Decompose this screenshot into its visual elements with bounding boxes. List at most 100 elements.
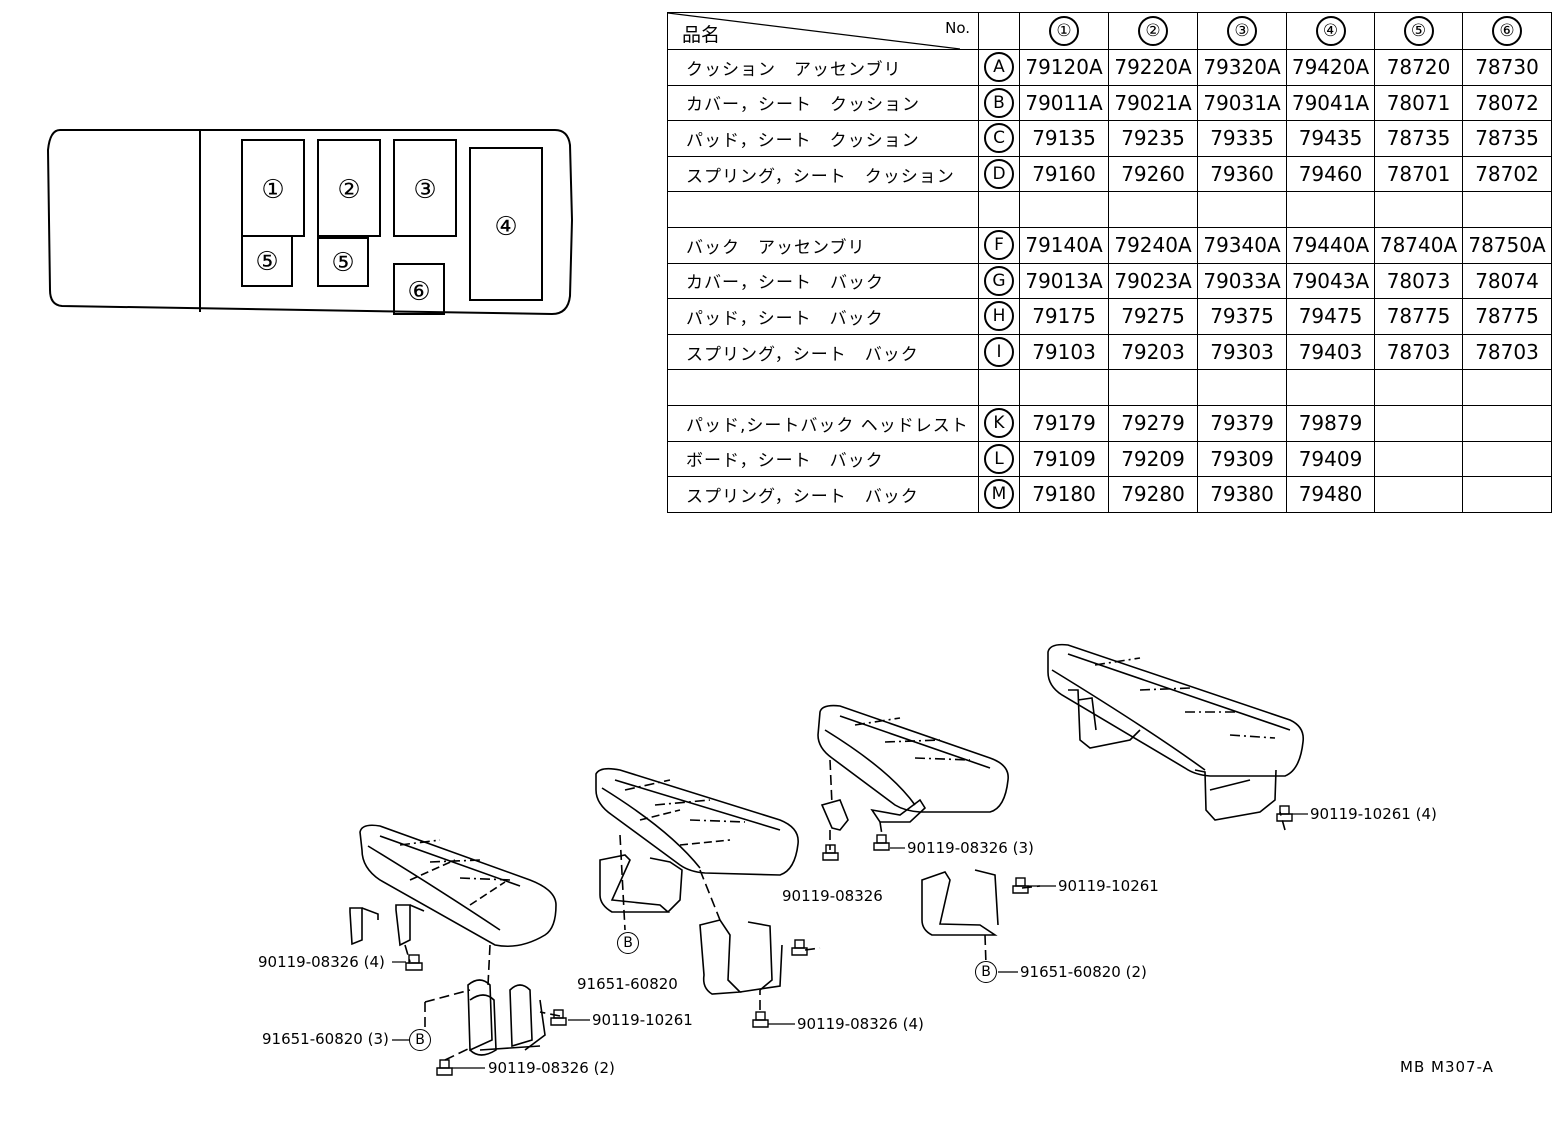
column-header-4: ④ (1286, 12, 1375, 50)
part-number-cell: 79023A (1108, 262, 1198, 300)
bolt-2 (550, 1009, 567, 1026)
part-name: バック アッセンブリ (667, 226, 979, 264)
part-code-cell: B (978, 84, 1020, 122)
part-code-letter: F (984, 230, 1014, 261)
column-header-3: ③ (1197, 12, 1287, 50)
part-number-cell (1019, 191, 1109, 228)
layout-seat-6: ⑥ (407, 277, 430, 307)
layout-seat-1: ① (261, 175, 284, 205)
part-code-cell: H (978, 298, 1020, 335)
part-name: スプリング，シート バック (667, 333, 979, 371)
column-header-6: ⑥ (1462, 12, 1552, 50)
part-code-letter: K (984, 408, 1014, 439)
layout-seat-5b: ⑤ (331, 248, 354, 278)
bolt-3 (436, 1059, 453, 1076)
seat-cushion-2 (595, 767, 799, 876)
header-no-label: No. (945, 19, 970, 37)
bolts (405, 805, 1293, 1076)
callout-clip-1: 91651-60820 (3) (262, 1030, 389, 1048)
part-number-cell: 79021A (1108, 84, 1198, 122)
part-number-cell: 79403 (1286, 333, 1375, 371)
bolt-5 (791, 939, 808, 956)
part-number-cell: 79475 (1286, 298, 1375, 335)
part-number-cell (1462, 404, 1552, 442)
part-code-letter: B (984, 87, 1014, 118)
part-number-cell: 79260 (1108, 155, 1198, 193)
part-number-cell: 79031A (1197, 84, 1287, 122)
layout-seat-2: ② (337, 175, 360, 205)
part-code-cell: M (978, 476, 1020, 513)
callout-leaders (392, 813, 1308, 1069)
part-number-cell: 79103 (1019, 333, 1109, 371)
reference-code: MB M307-A (1400, 1058, 1494, 1076)
callout-bolt-1: 90119-08326 (4) (258, 953, 385, 971)
callout-clip-2: 91651-60820 (577, 975, 678, 993)
part-number-cell (1462, 191, 1552, 228)
part-number-cell: 79279 (1108, 404, 1198, 442)
part-name: パッド,シートバック ヘッドレスト (667, 404, 979, 442)
part-number-cell (1374, 404, 1463, 442)
assembly-leader-lines-1 (404, 944, 561, 1061)
callout-bolt-4: 90119-08326 (4) (797, 1015, 924, 1033)
part-number-cell (1374, 476, 1463, 513)
part-code-cell: D (978, 155, 1020, 193)
callout-bolt-8: 90119-10261 (4) (1310, 805, 1437, 823)
part-number-cell: 78074 (1462, 262, 1552, 300)
seat-cushion-1 (359, 824, 557, 948)
part-number-cell: 79240A (1108, 226, 1198, 264)
part-number-cell: 79109 (1019, 440, 1109, 478)
part-number-cell: 79379 (1197, 404, 1287, 442)
part-name: クッション アッセンブリ (667, 49, 979, 86)
seat-cushion-3 (817, 704, 1009, 813)
part-number-cell: 79303 (1197, 333, 1287, 371)
part-number-cell: 79435 (1286, 120, 1375, 157)
part-code-letter: C (984, 123, 1014, 154)
part-number-cell: 79460 (1286, 155, 1375, 193)
part-number-cell: 79409 (1286, 440, 1375, 478)
part-number-cell: 78775 (1374, 298, 1463, 335)
bolt-4 (752, 1011, 769, 1028)
table-row (667, 191, 1552, 228)
part-code-cell: A (978, 49, 1020, 86)
part-name: スプリング，シート バック (667, 476, 979, 513)
bolt-1 (405, 954, 423, 971)
bracket-set-2 (599, 854, 783, 995)
part-number-cell: 79235 (1108, 120, 1198, 157)
clip-marker-b-1: B (409, 1029, 431, 1051)
part-number-cell: 79275 (1108, 298, 1198, 335)
header-name-cell: 品名 No. (667, 12, 979, 50)
part-number-cell: 79879 (1286, 404, 1375, 442)
part-code-letter: I (984, 337, 1014, 368)
part-number-cell: 79220A (1108, 49, 1198, 86)
part-number-cell: 79320A (1197, 49, 1287, 86)
part-number-cell: 79203 (1108, 333, 1198, 371)
part-number-cell: 79420A (1286, 49, 1375, 86)
callout-bolt-7: 90119-10261 (1058, 877, 1159, 895)
part-number-cell: 79120A (1019, 49, 1109, 86)
layout-seat-3: ③ (413, 175, 436, 205)
bolt-6 (822, 844, 839, 861)
part-number-cell: 78702 (1462, 155, 1552, 193)
part-code-letter: D (984, 159, 1014, 190)
part-number-cell: 79440A (1286, 226, 1375, 264)
column-header-5: ⑤ (1374, 12, 1463, 50)
seat-layout-diagram: ① ② ③ ④ ⑤ ⑤ ⑥ (46, 129, 574, 316)
part-code-letter: L (984, 443, 1014, 474)
table-header-row: 品名 No. ① ② ③ ④ ⑤ ⑥ (667, 12, 1552, 50)
bolt-7 (873, 834, 890, 851)
part-number-cell (1197, 191, 1287, 228)
header-name-label: 品名 (682, 24, 721, 46)
part-number-cell: 78701 (1374, 155, 1463, 193)
part-number-cell: 79033A (1197, 262, 1287, 300)
bracket-set-3 (820, 798, 999, 936)
callout-bolt-5: 90119-08326 (782, 887, 883, 905)
part-code-letter: M (984, 479, 1014, 510)
part-number-cell: 79340A (1197, 226, 1287, 264)
